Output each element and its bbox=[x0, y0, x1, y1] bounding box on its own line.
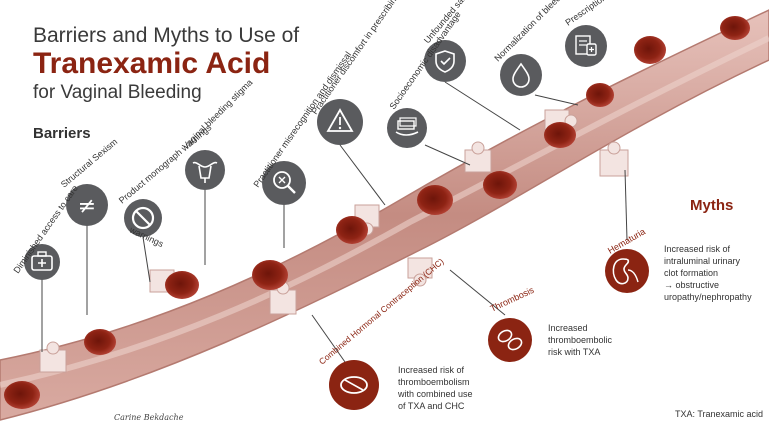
red-blood-cells bbox=[4, 16, 750, 409]
title-line-1: Barriers and Myths to Use of bbox=[33, 24, 300, 47]
barrier-label-9: Prescription required bbox=[563, 0, 637, 28]
title-line-2: Tranexamic Acid bbox=[33, 47, 271, 80]
warning-triangle-icon bbox=[317, 99, 363, 145]
gender-not-equal-icon: ≠ bbox=[66, 184, 108, 226]
blood-drop-icon bbox=[500, 54, 542, 96]
prohibited-icon bbox=[124, 199, 162, 237]
vessel-wall bbox=[0, 9, 769, 421]
svg-text:≠: ≠ bbox=[78, 194, 96, 219]
section-barriers: Barriers bbox=[33, 125, 91, 142]
vessel-lumen-highlight bbox=[0, 35, 769, 388]
barrier-label-1: Structural Sexism bbox=[59, 137, 119, 190]
kidney-icon bbox=[605, 249, 649, 293]
uterus-icon bbox=[185, 150, 225, 190]
medical-kit-icon bbox=[24, 244, 60, 280]
barrier-label-7: Unfounded safety concerns bbox=[422, 0, 500, 45]
shield-check-icon bbox=[424, 40, 466, 82]
barrier-label-0: Diminished access to care bbox=[11, 183, 79, 275]
thrombosis-description: Increased thromboembolic risk with TXA bbox=[548, 323, 613, 357]
pill-icon bbox=[329, 360, 379, 410]
myth-label-0: Hematuria bbox=[606, 226, 647, 255]
myth-label-1: Thrombosis bbox=[489, 285, 536, 314]
chc-description: Increased risk of thromboembolism with c… bbox=[398, 365, 473, 411]
money-hand-icon bbox=[387, 108, 427, 148]
section-myths: Myths bbox=[690, 197, 734, 214]
myth-label-2: Combined Hormonal Contraception (CHC) bbox=[317, 256, 446, 366]
hematuria-description: Increased risk of intraluminal urinary c… bbox=[664, 244, 752, 302]
blood-clot-icon bbox=[488, 318, 532, 362]
barrier-label-2b: warnings bbox=[127, 224, 165, 249]
abbreviation-note: TXA: Tranexamic acid bbox=[675, 409, 764, 419]
artist-signature: Carine Bekdache bbox=[114, 413, 184, 422]
barrier-label-6: Socioeconomic disadvantage bbox=[387, 10, 462, 112]
title-line-3: for Vaginal Bleeding bbox=[33, 82, 202, 103]
barrier-label-8: Normalization of bleeding bbox=[492, 0, 571, 63]
magnifier-x-icon bbox=[262, 161, 306, 205]
prescription-icon bbox=[565, 25, 607, 67]
